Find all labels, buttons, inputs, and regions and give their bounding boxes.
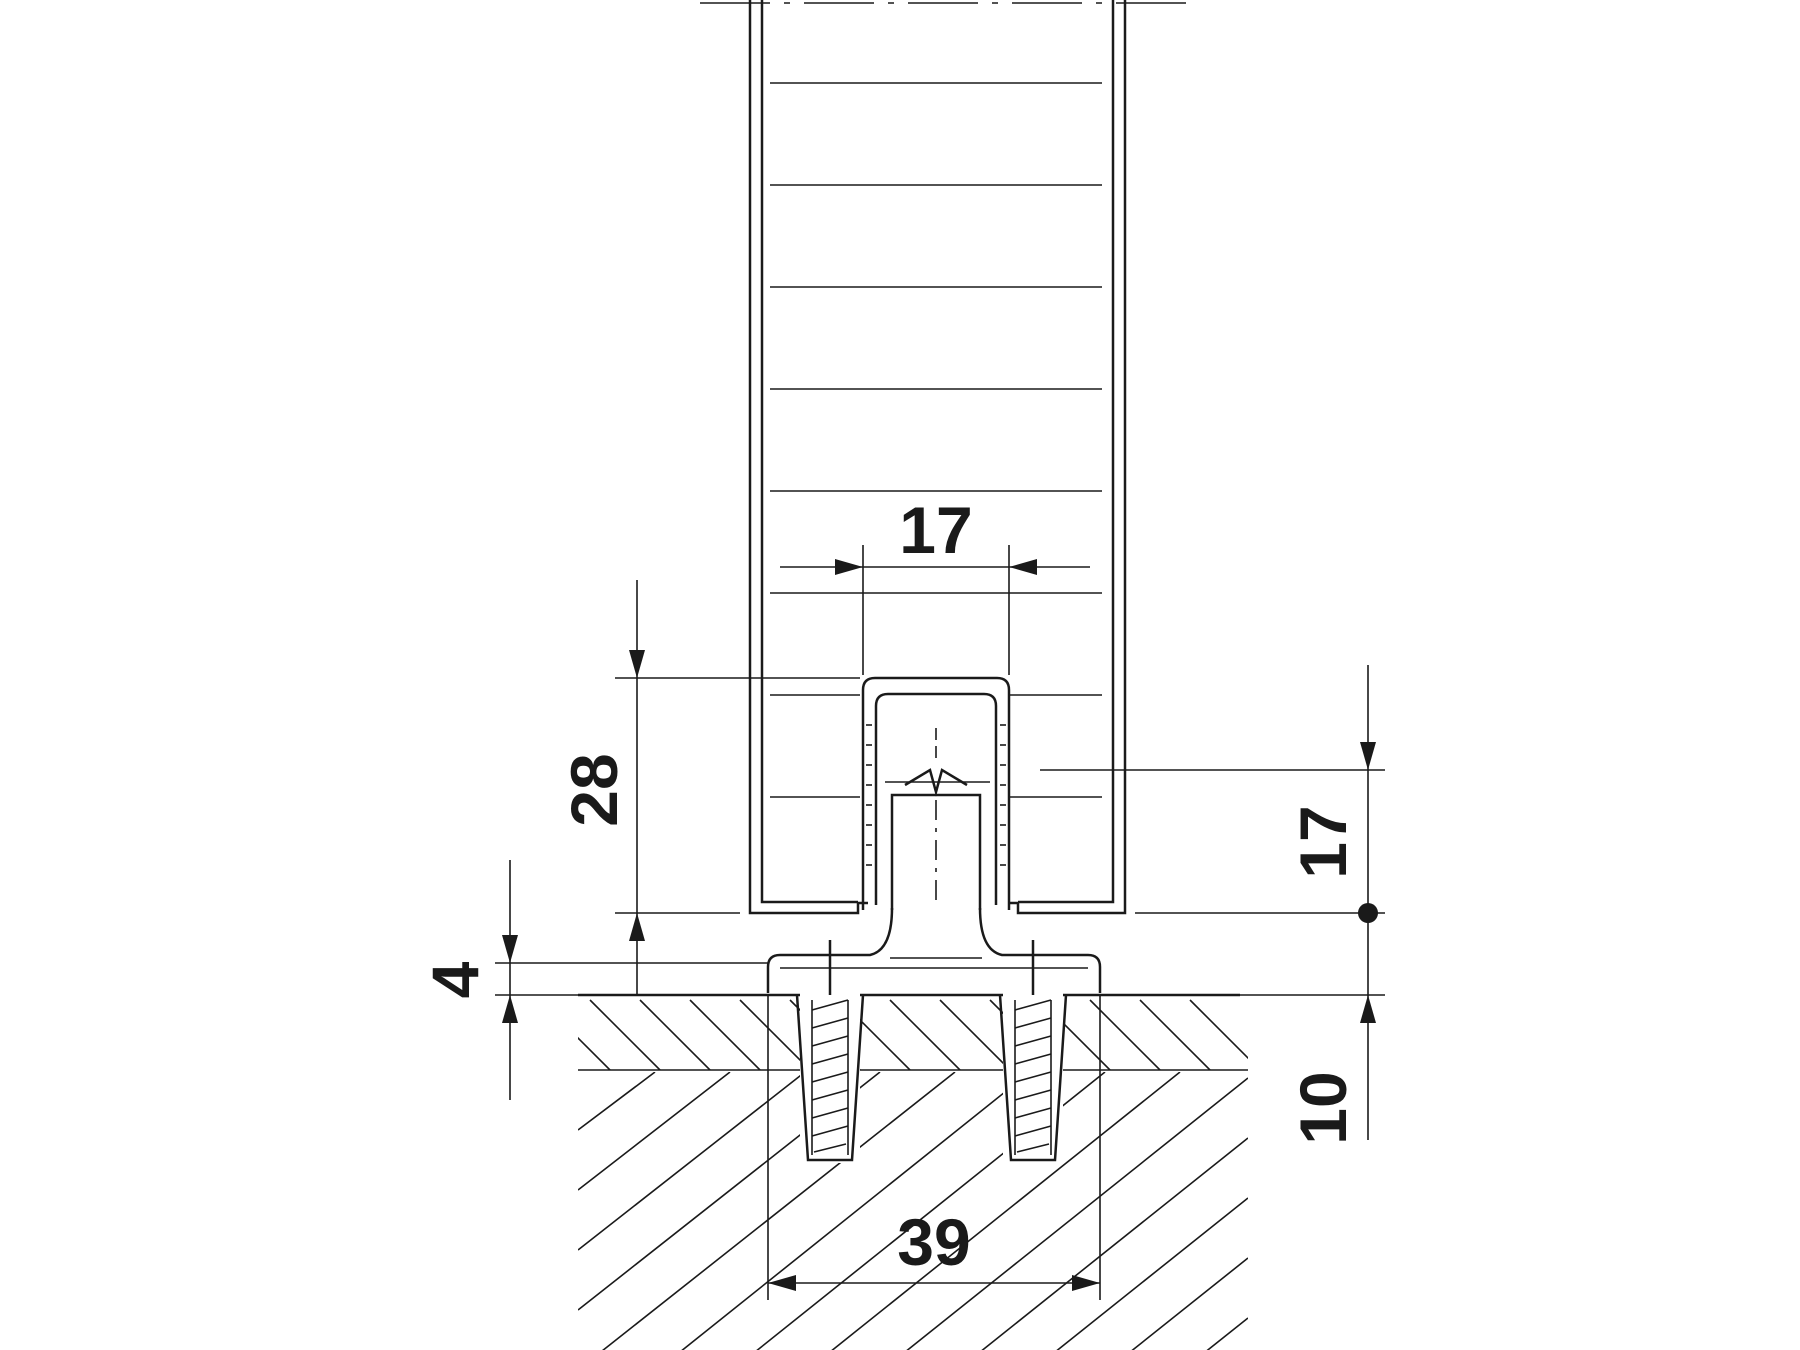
screw-left	[795, 940, 865, 1163]
base-plate	[766, 907, 1102, 993]
dim-embed-depth: 10	[1240, 994, 1385, 1145]
dim-slot-width-label: 17	[899, 493, 972, 567]
dim-offset-height-label: 17	[1286, 805, 1360, 878]
dim-plate-thickness-label: 4	[418, 961, 492, 998]
dim-plate-thickness: 4	[418, 860, 768, 1100]
dim-offset-height: 17	[1040, 665, 1385, 995]
dim-guide-height: 28	[557, 580, 860, 995]
dim-base-width-label: 39	[897, 1205, 970, 1279]
screw-right	[998, 940, 1068, 1163]
guide-pin	[885, 728, 990, 910]
guide-channel	[861, 676, 1011, 910]
dim-slot-width: 17	[780, 493, 1090, 675]
dim-guide-height-label: 28	[557, 753, 631, 826]
channel-texture	[866, 724, 1006, 866]
door-panel	[748, 0, 1127, 915]
floor-hatch-top	[578, 999, 1248, 1070]
panel-lines	[770, 82, 1102, 798]
dim-embed-depth-label: 10	[1286, 1071, 1360, 1144]
dim-base-width: 39	[767, 995, 1101, 1300]
